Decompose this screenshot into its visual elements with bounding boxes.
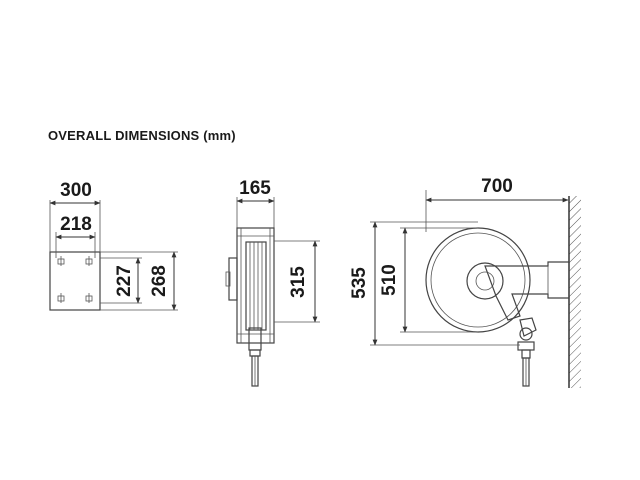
reel-side [425,227,570,387]
bracket-view: 300 218 227 268 [49,180,178,311]
bracket-plate [49,251,101,311]
side-height-outer-label: 535 [349,267,370,299]
front-view: 165 315 [225,178,320,387]
bracket-height-inner-label: 227 [114,265,135,297]
diagram-title: OVERALL DIMENSIONS (mm) [48,128,236,143]
front-height-label: 315 [288,266,309,298]
bracket-holes [57,256,93,303]
side-view: 700 535 [349,176,581,388]
wall [568,196,581,388]
side-height-inner-label: 510 [379,264,400,296]
bracket-width-inner-label: 218 [60,214,92,235]
bracket-width-outer-label: 300 [60,180,92,201]
front-width-label: 165 [239,178,271,199]
reel-front [225,227,275,387]
bracket-height-outer-label: 268 [149,265,170,297]
side-depth-label: 700 [481,176,513,197]
